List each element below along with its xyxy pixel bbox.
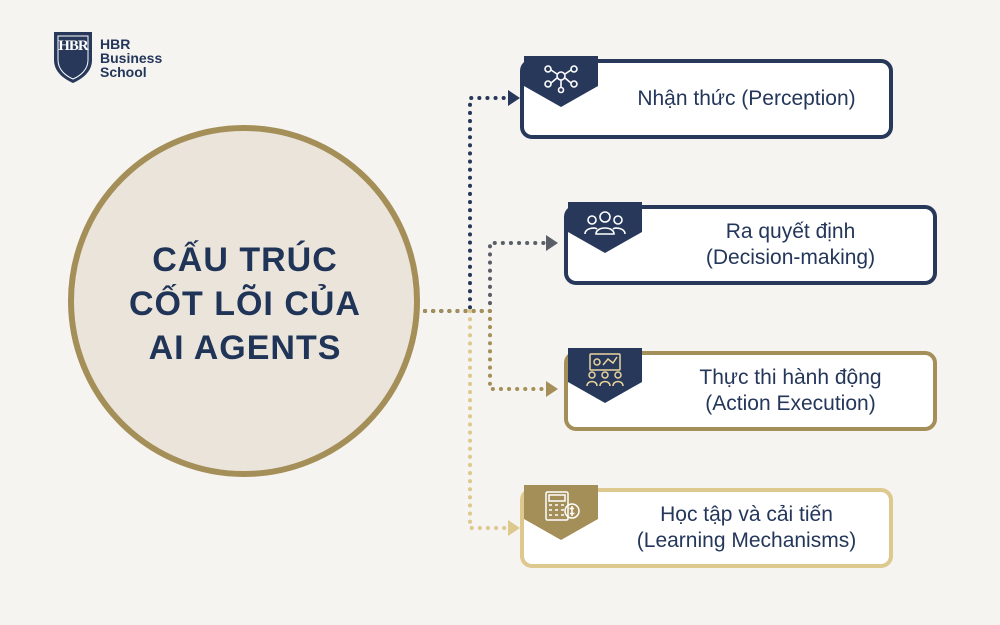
brand-line-1: HBR [100, 36, 131, 52]
arrowhead-4 [508, 520, 520, 536]
item-card-action-execution: Thực thi hành động (Action Execution) [564, 351, 937, 431]
item-label-line-1: Ra quyết định [725, 220, 856, 243]
item-label: Nhận thức (Perception) [604, 63, 889, 135]
brand-line-3: School [100, 64, 147, 80]
center-title-line-2: CỐT LÕI CỦA [129, 285, 361, 323]
logo-monogram: HBR [58, 38, 89, 54]
center-title-line-1: CẤU TRÚC [152, 241, 338, 279]
shield-icon [54, 32, 92, 83]
item-label: Ra quyết định (Decision-making) [648, 209, 933, 281]
presentation-meeting-icon [568, 348, 642, 403]
calculator-finance-icon [524, 485, 598, 540]
item-label-line-2: (Learning Mechanisms) [636, 529, 857, 552]
item-label-line-1: Thực thi hành động [699, 366, 882, 389]
team-group-icon [568, 202, 642, 253]
center-title-line-3: AI AGENTS [148, 329, 342, 367]
center-title: CẤU TRÚC CỐT LÕI CỦA AI AGENTS [90, 238, 400, 370]
brand-line-2: Business [100, 50, 163, 66]
center-circle [68, 125, 420, 477]
item-label-line-2: (Action Execution) [705, 392, 876, 415]
brand-logo: HBR HBR Business School [52, 30, 172, 86]
item-label-line-1: Học tập và cải tiến [660, 503, 833, 526]
item-label: Học tập và cải tiến (Learning Mechanisms… [604, 492, 889, 564]
arrowhead-1 [508, 90, 520, 106]
item-label: Thực thi hành động (Action Execution) [648, 355, 933, 427]
arrowhead-2 [546, 235, 558, 251]
item-label-line-2: (Decision-making) [705, 246, 876, 269]
item-label-line-1: Nhận thức (Perception) [637, 87, 856, 110]
people-network-icon [524, 56, 598, 107]
arrowhead-3 [546, 381, 558, 397]
brand-name: HBR Business School [100, 37, 180, 79]
